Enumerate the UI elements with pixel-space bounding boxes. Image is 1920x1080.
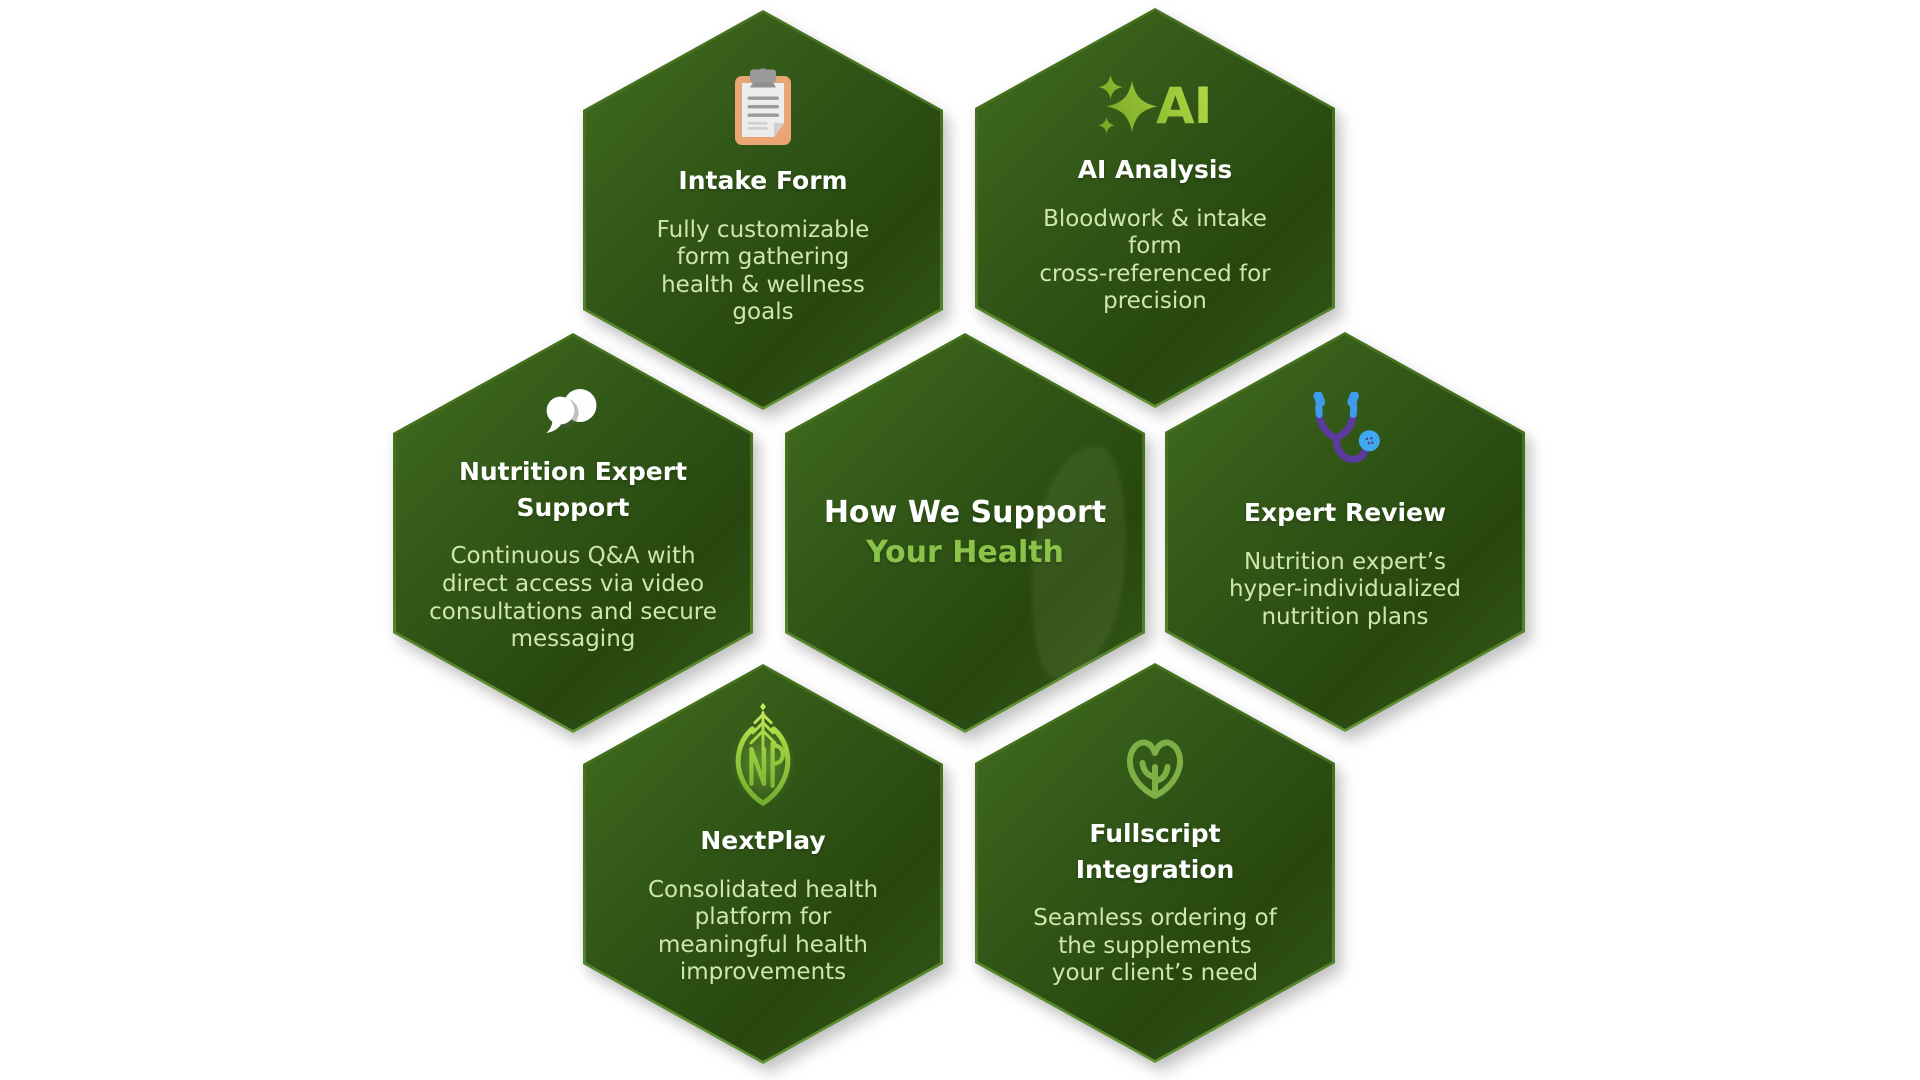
fullscript-leaf-icon xyxy=(1116,732,1194,800)
hex-title: Expert Review xyxy=(1243,498,1447,528)
hex-center-title: How We Support Your Health xyxy=(785,333,1145,733)
hexagon-shape xyxy=(975,663,1335,1063)
hex-title: AI Analysis xyxy=(1077,155,1233,185)
diagram-title-line2: Your Health xyxy=(866,535,1064,570)
chat-bubbles-icon xyxy=(544,386,602,438)
hex-body: Consolidated health platform for meaning… xyxy=(647,876,879,986)
diagram-title-line1: How We Support xyxy=(823,495,1107,531)
ai-sparkles-icon: AI xyxy=(1096,74,1214,136)
hex-title: NextPlay xyxy=(700,826,826,856)
hex-body: Nutrition expert’s hyper-individualized … xyxy=(1228,548,1462,631)
hex-ai-analysis: AI AI Analysis Bloodwork & intake form c… xyxy=(975,8,1335,408)
stethoscope-icon xyxy=(1304,392,1386,468)
hex-body: Seamless ordering of the supplements you… xyxy=(1033,905,1277,987)
hex-intake-form: Intake Form Fully customizable form gath… xyxy=(583,10,943,410)
hex-expert-review: Expert Review Nutrition expert’s hyper-i… xyxy=(1165,332,1525,732)
hex-body: Bloodwork & intake form cross-referenced… xyxy=(1039,205,1271,315)
hex-title: Fullscript Integration xyxy=(1075,819,1235,884)
svg-text:AI: AI xyxy=(1156,77,1211,135)
hex-nextplay: NextPlay Consolidated health platform fo… xyxy=(583,664,943,1064)
clipboard-icon xyxy=(734,67,792,147)
hex-fullscript-integration: Fullscript Integration Seamless ordering… xyxy=(975,663,1335,1063)
hex-body: Continuous Q&A with direct access via vi… xyxy=(429,543,717,653)
hex-body: Fully customizable form gathering health… xyxy=(656,216,870,326)
hex-nutrition-expert-support: Nutrition Expert Support Continuous Q&A … xyxy=(393,333,753,733)
diagram-title: How We Support Your Health xyxy=(824,493,1106,573)
nextplay-leaf-logo-icon xyxy=(729,701,797,807)
hex-title: Nutrition Expert Support xyxy=(458,457,688,522)
hex-title: Intake Form xyxy=(678,166,848,196)
